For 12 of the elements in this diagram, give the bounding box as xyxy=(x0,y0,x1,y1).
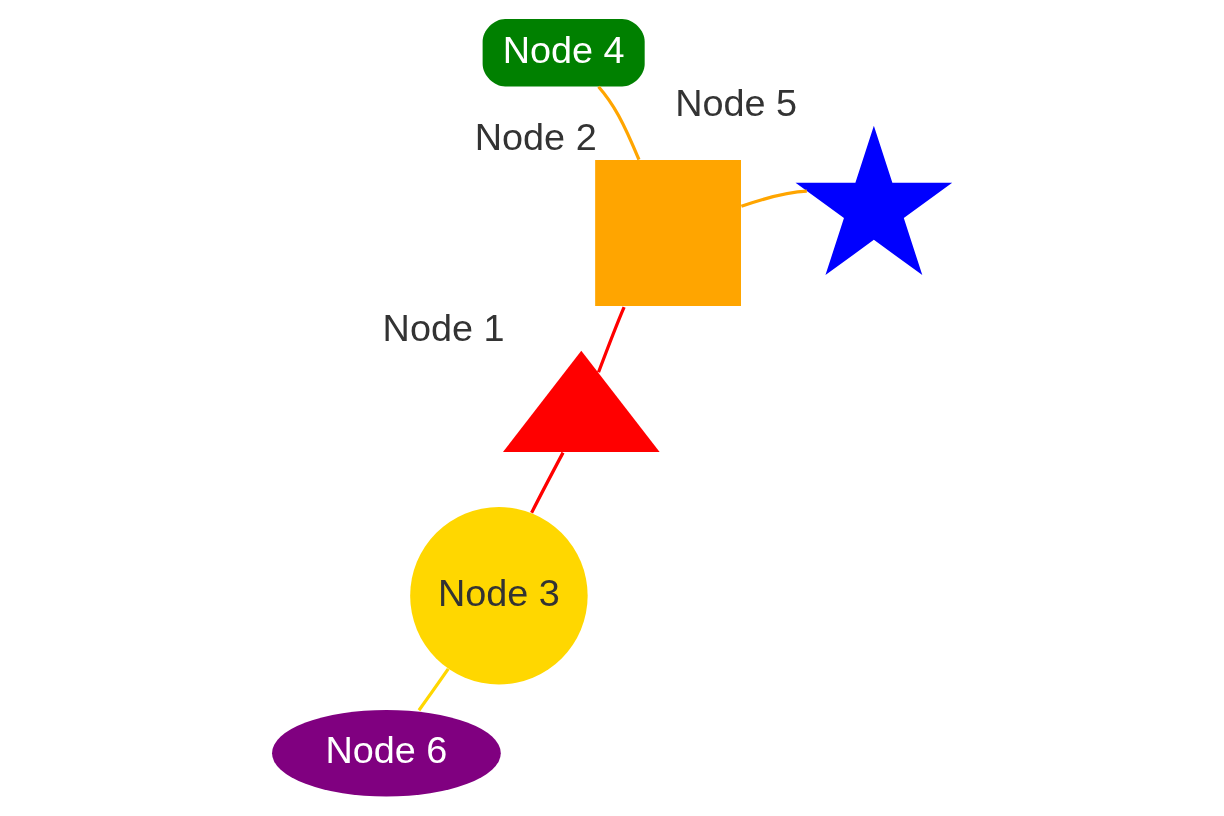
node-box xyxy=(595,160,741,306)
node-box: Node 4 xyxy=(482,18,645,87)
node-ellipse: Node 6 xyxy=(272,709,501,797)
node-label: Node 1 xyxy=(382,306,505,349)
connector xyxy=(417,668,450,712)
connector xyxy=(530,451,565,514)
node-label: Node 2 xyxy=(474,115,597,158)
connector xyxy=(597,306,626,373)
node-circle: Node 3 xyxy=(410,507,588,685)
node-label: Node 5 xyxy=(675,81,798,124)
connector xyxy=(597,85,641,161)
connector xyxy=(740,189,807,208)
